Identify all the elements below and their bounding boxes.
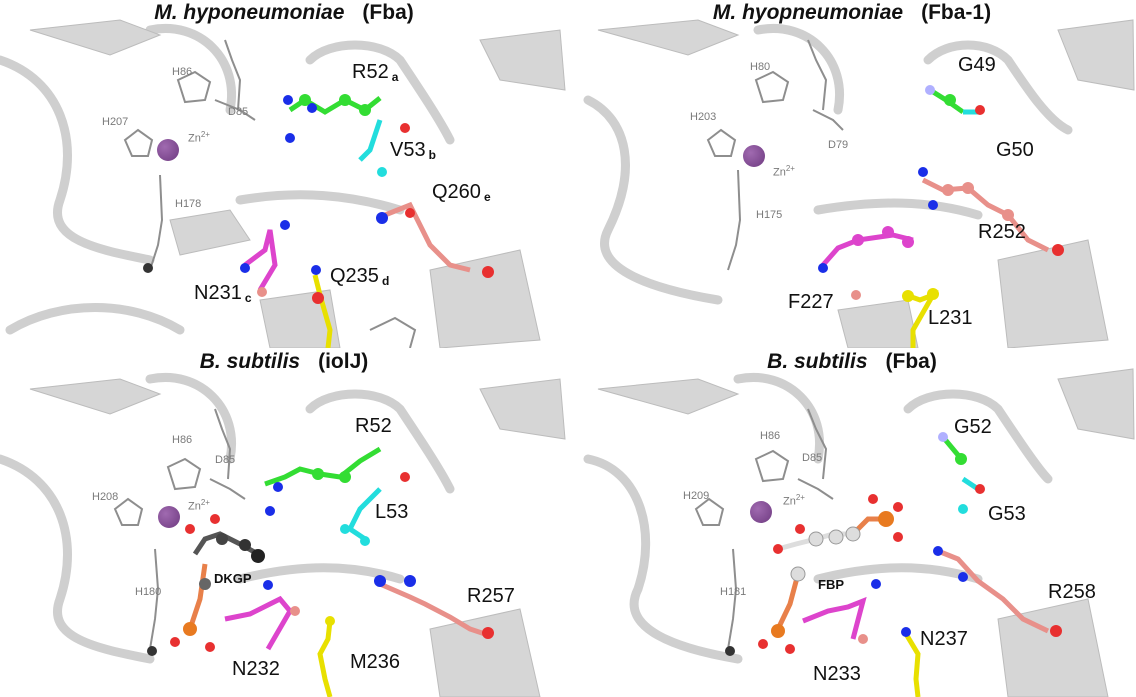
residue-h207: H207 — [102, 116, 129, 128]
zinc-label: Zn2+ — [783, 493, 805, 508]
residue-h86: H86 — [172, 434, 193, 446]
panel-mhyo-fba: M. hyponeumoniae(Fba) H86 D85 H207 Zn2+ … — [0, 0, 568, 348]
residue-label: G49 — [958, 54, 996, 76]
gene-name: (Fba) — [885, 350, 937, 373]
ligand-label: DKGP — [214, 571, 252, 586]
species-name: M. hyopneumoniae — [712, 1, 904, 24]
residue-label: M236 — [350, 651, 401, 673]
residue-label: G50 — [996, 139, 1034, 161]
panel-title: B. subtilis (iolJ) — [0, 349, 568, 375]
residue-d85: D85 — [215, 454, 236, 466]
residue-h80: H80 — [750, 61, 771, 73]
residue-label: R258 — [1048, 581, 1096, 603]
residue-label: G53 — [988, 503, 1026, 525]
zinc-ion — [750, 501, 772, 523]
residue-label: R52 — [355, 415, 392, 437]
species-name: B. subtilis — [767, 350, 868, 373]
zinc-label: Zn2+ — [773, 164, 795, 179]
residue-d85: D85 — [802, 452, 823, 464]
residue-h86: H86 — [760, 430, 781, 442]
residue-h181: H181 — [720, 586, 747, 598]
gene-name: (Fba) — [362, 1, 414, 24]
gene-name: (iolJ) — [318, 350, 369, 373]
ligand-label: FBP — [818, 577, 844, 592]
residue-label: R257 — [467, 585, 515, 607]
panel-bsub-fba: B. subtilis(Fba) H86 D85 H209 Zn2+ H181 … — [568, 349, 1136, 697]
residue-h175: H175 — [756, 209, 783, 221]
zinc-ion — [157, 139, 179, 161]
residue-label: L53 — [375, 501, 409, 523]
species-name: M. hyponeumoniae — [154, 1, 345, 24]
panel-title: M. hyponeumoniae (Fba) — [0, 0, 568, 26]
residue-label: G52 — [954, 416, 992, 438]
residue-d85: D85 — [228, 106, 249, 118]
residue-label: R252 — [978, 221, 1026, 243]
residue-label: N237 — [920, 628, 968, 650]
residue-h178: H178 — [175, 198, 202, 210]
residue-label: N233 — [813, 663, 861, 685]
panel-bsub-iolj: B. subtilis (iolJ) H86 D85 H208 Zn2+ H180… — [0, 349, 568, 697]
residue-label: L231 — [928, 307, 973, 329]
residue-h86: H86 — [172, 66, 193, 78]
structure-scene — [0, 19, 566, 348]
zinc-label: Zn2+ — [188, 130, 210, 145]
structure-scene — [0, 373, 566, 697]
structure-scene — [583, 19, 1135, 348]
structure-scene — [583, 368, 1135, 697]
zinc-ion — [158, 506, 180, 528]
panel-title: M. hyopneumoniae (Fba-1) — [568, 0, 1136, 26]
gene-name: (Fba-1) — [921, 1, 992, 24]
residue-h209: H209 — [683, 490, 710, 502]
residue-label: N232 — [232, 658, 280, 680]
residue-h180: H180 — [135, 586, 162, 598]
panel-title: B. subtilis (Fba) — [568, 349, 1136, 375]
residue-label: F227 — [788, 291, 834, 313]
residue-h203: H203 — [690, 111, 717, 123]
zinc-ion — [743, 145, 765, 167]
zinc-label: Zn2+ — [188, 498, 210, 513]
panel-mhyo-fba1: M. hyopneumoniae (Fba-1) H80 H203 D79 Zn2… — [568, 0, 1136, 348]
species-name: B. subtilis — [199, 350, 301, 373]
residue-h208: H208 — [92, 491, 119, 503]
residue-d79: D79 — [828, 139, 849, 151]
